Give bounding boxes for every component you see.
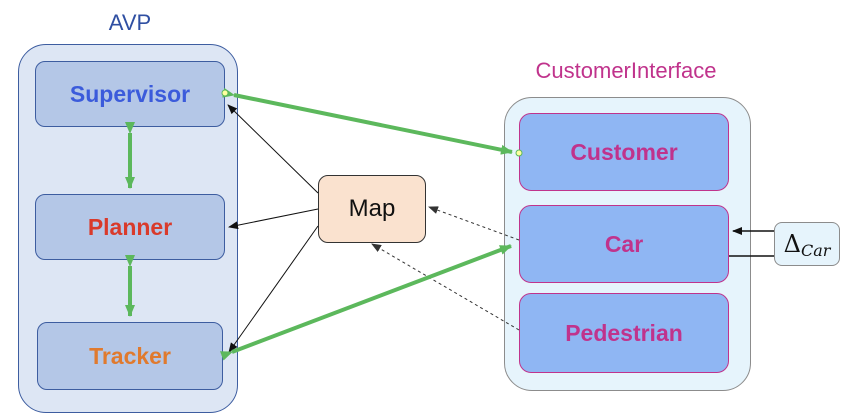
supervisor-customer-link [222,87,513,155]
map-box: Map [318,175,426,243]
map-to-tracker-arrow [228,225,319,353]
pedestrian-box: Pedestrian [519,293,729,373]
planner-label: Planner [87,213,173,240]
avp-group-title: AVP [108,10,152,35]
map-to-planner-arrow [228,208,319,230]
customer-label: Customer [570,138,678,165]
pedestrian-label: Pedestrian [565,319,683,346]
supervisor-box: Supervisor [35,61,225,127]
tracker-car-link [219,244,512,361]
map-to-supervisor-arrow [227,104,319,194]
tracker-box: Tracker [37,322,223,390]
map-label: Map [348,195,396,222]
customer-interface-group-title: CustomerInterface [535,58,717,83]
supervisor-label: Supervisor [69,80,191,107]
delta-symbol: Δ [783,230,801,258]
customer-box: Customer [519,113,729,191]
pedestrian-to-map-dashed-arrow [371,243,520,331]
planner-box: Planner [35,194,225,260]
delta-subscript: Car [800,240,831,260]
car-label: Car [604,230,644,257]
car-box: Car [519,205,729,283]
tracker-label: Tracker [89,342,171,369]
